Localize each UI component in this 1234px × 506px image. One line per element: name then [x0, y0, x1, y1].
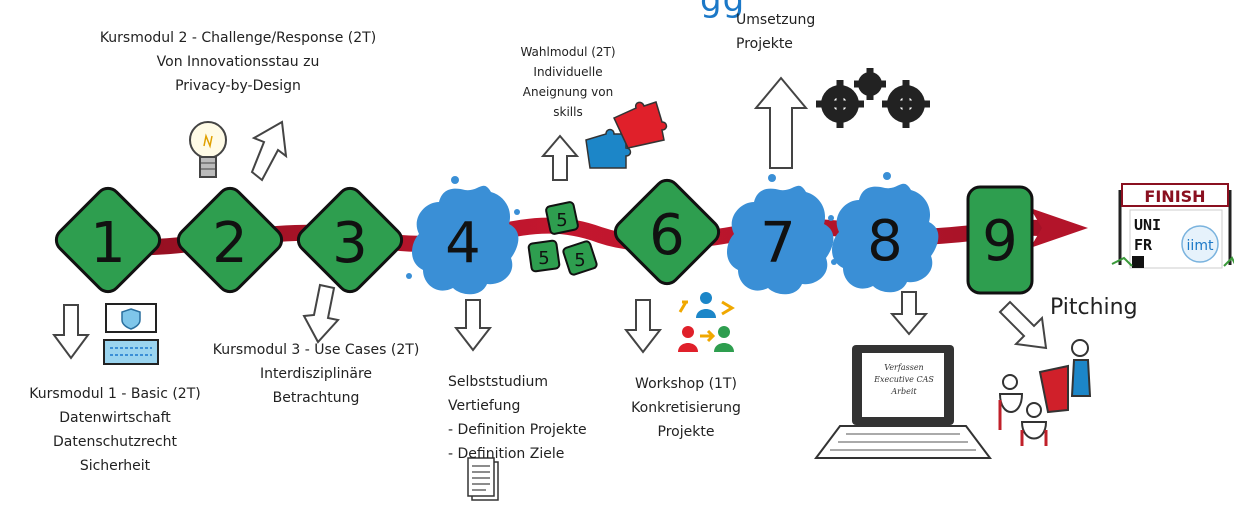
document-icon — [467, 457, 499, 501]
road-arrowhead — [1030, 208, 1088, 248]
splash-4 — [406, 176, 520, 295]
finish-area — [1111, 183, 1234, 269]
diamond-1 — [54, 186, 162, 294]
splash-7 — [727, 174, 837, 295]
module-number-7: 7 — [760, 211, 796, 276]
shield-laptop-icon — [103, 303, 159, 365]
splash-8 — [828, 172, 939, 293]
logo-fr: FR — [1134, 236, 1153, 254]
diamond-6 — [613, 178, 721, 286]
people-exchange-icon — [678, 292, 735, 352]
presentation-icon — [998, 339, 1092, 446]
module-number-3: 3 — [332, 211, 368, 276]
module-number-5b: 5 — [538, 248, 549, 269]
arrow-down-icon — [52, 283, 1048, 360]
module-number-9: 9 — [982, 209, 1018, 274]
finish-banner: FINISH — [1144, 187, 1205, 206]
label-module-5: Wahlmodul (2T)Individuelle Aneignung von… — [520, 45, 616, 119]
diamond-2 — [176, 186, 284, 294]
cube-5-top — [545, 201, 579, 235]
puzzle-icon — [585, 101, 668, 169]
box-9 — [966, 185, 1034, 295]
label-module-1: Kursmodul 1 - Basic (2T)Datenwirtschaft … — [29, 386, 201, 474]
label-module-9: Pitching — [1050, 295, 1138, 320]
diamond-3 — [296, 186, 404, 294]
lightbulb-icon — [189, 121, 227, 178]
module-number-5c: 5 — [574, 250, 585, 271]
logo-iimt: iimt — [1187, 238, 1214, 254]
cube-5-right — [562, 240, 598, 276]
label-module-3: Kursmodul 3 - Use Cases (2T)Interdiszipl… — [212, 342, 420, 406]
laptop-icon — [814, 345, 992, 459]
cube-5-left — [527, 239, 561, 273]
module-number-4: 4 — [445, 211, 481, 276]
gears-icon — [816, 68, 930, 128]
module-number-8: 8 — [867, 209, 903, 274]
title-fragment: gg — [700, 0, 746, 20]
label-module-2: Kursmodul 2 - Challenge/Response (2T)Von… — [99, 30, 377, 94]
arrow-up-icon — [250, 76, 809, 182]
module-number-5a: 5 — [556, 210, 567, 231]
logo-uni: UNI — [1134, 216, 1161, 234]
module-number-1: 1 — [90, 211, 126, 276]
module-number-2: 2 — [212, 211, 248, 276]
module-number-6: 6 — [649, 203, 685, 268]
